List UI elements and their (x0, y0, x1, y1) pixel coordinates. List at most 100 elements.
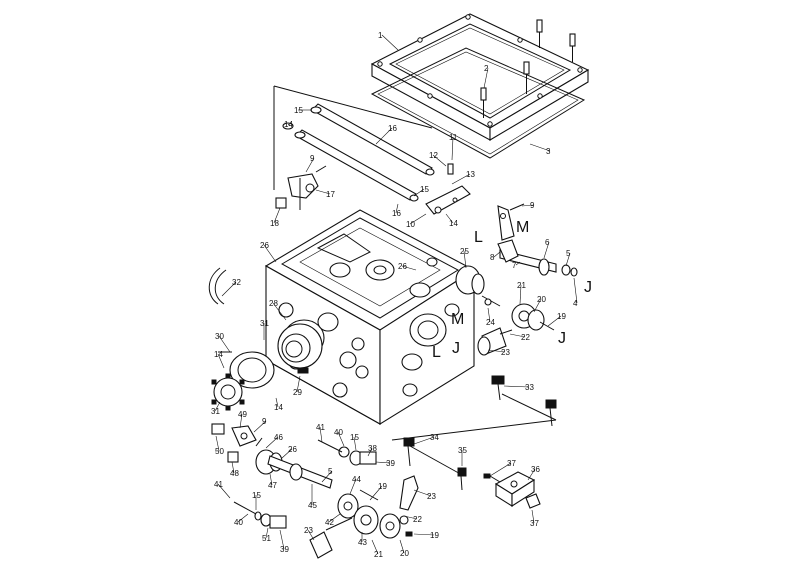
leader-line (529, 143, 551, 152)
leader-line (221, 281, 237, 297)
callout-31: 31 (211, 407, 220, 416)
callout-49: 49 (238, 410, 247, 419)
leader-line (328, 513, 341, 523)
callout-16: 16 (388, 124, 397, 133)
callout-13: 13 (466, 170, 475, 179)
leader-line (275, 397, 279, 408)
leader-line (287, 123, 291, 127)
callout-33: 33 (525, 383, 534, 392)
callout-24: 24 (486, 318, 495, 327)
callout-21: 21 (517, 281, 526, 290)
leader-line (573, 277, 578, 304)
leader-line (493, 251, 501, 258)
leader-line (279, 529, 285, 550)
callout-15: 15 (350, 433, 359, 442)
leader-line (281, 448, 293, 459)
leader-line (521, 204, 535, 207)
callout-5: 5 (328, 467, 333, 476)
callout-25: 25 (460, 247, 469, 256)
shift-rods (273, 85, 471, 215)
leader-line (409, 213, 427, 225)
callout-26: 26 (398, 262, 407, 271)
right-shaft-assembly (426, 203, 578, 356)
leader-line (214, 401, 221, 412)
leader-line (463, 250, 467, 269)
leader-line (265, 436, 279, 449)
callout-23: 23 (501, 348, 510, 357)
callout-4: 4 (573, 299, 578, 308)
callout-42: 42 (325, 518, 334, 527)
callout-51: 51 (262, 534, 271, 543)
leader-line (395, 203, 399, 214)
letter-J: J (558, 330, 566, 347)
leader-line (367, 447, 373, 457)
callout-6: 6 (545, 238, 550, 247)
leader-line (403, 515, 418, 520)
leader-line (401, 265, 417, 271)
leader-line (305, 157, 315, 173)
gear-ring-31 (211, 373, 245, 411)
callout-48: 48 (230, 469, 239, 478)
callout-30: 30 (215, 332, 224, 341)
leader-line (533, 298, 542, 313)
leader-line (445, 213, 454, 224)
letter-J: J (584, 279, 592, 296)
leader-line (296, 375, 301, 393)
callout-29: 29 (293, 388, 302, 397)
leader-line (239, 413, 243, 429)
leader-line (543, 241, 550, 259)
callout-22: 22 (521, 333, 530, 342)
callout-2: 2 (484, 64, 489, 73)
callout-16: 16 (392, 209, 401, 218)
callout-26: 26 (260, 241, 269, 250)
callout-35: 35 (458, 446, 467, 455)
letter-J: J (452, 340, 460, 357)
leader-line (315, 189, 331, 195)
callout-38: 38 (368, 444, 377, 453)
leader-line (263, 244, 277, 263)
leader-line (565, 252, 571, 267)
leader-line (273, 207, 281, 224)
callout-50: 50 (215, 447, 224, 456)
callout-9: 9 (310, 154, 315, 163)
callout-15: 15 (252, 491, 261, 500)
callout-37: 37 (507, 459, 516, 468)
leader-line (432, 154, 447, 167)
leader-line (265, 527, 269, 539)
callout-22: 22 (413, 515, 422, 524)
leader-line (253, 420, 267, 433)
callout-17: 17 (326, 190, 335, 199)
leader-line (519, 284, 522, 305)
callout-10: 10 (406, 220, 415, 229)
callout-15: 15 (294, 106, 303, 115)
cover-gasket (370, 47, 586, 159)
callout-31: 31 (260, 319, 269, 328)
callout-19: 19 (378, 482, 387, 491)
leader-line (353, 436, 357, 451)
leader-line (375, 461, 391, 464)
leader-line (531, 509, 535, 524)
leader-line (413, 188, 425, 197)
shift-fork-17-18 (275, 165, 327, 210)
cover-screws (480, 19, 576, 118)
leader-line (371, 539, 379, 555)
clamp-band-30 (218, 351, 275, 389)
hose-32 (208, 267, 227, 305)
callout-15: 15 (420, 185, 429, 194)
callout-19: 19 (430, 531, 439, 540)
callout-14: 14 (449, 219, 458, 228)
callout-34: 34 (430, 433, 439, 442)
callout-14: 14 (284, 120, 293, 129)
callout-18: 18 (270, 219, 279, 228)
callout-8: 8 (490, 253, 495, 262)
callout-45: 45 (308, 501, 317, 510)
callout-23: 23 (427, 492, 436, 501)
callout-20: 20 (400, 549, 409, 558)
callout-21: 21 (374, 550, 383, 559)
leader-line (413, 533, 435, 536)
leader-line (527, 468, 536, 481)
lower-left-assembly (211, 423, 419, 559)
leader-line (307, 529, 315, 541)
